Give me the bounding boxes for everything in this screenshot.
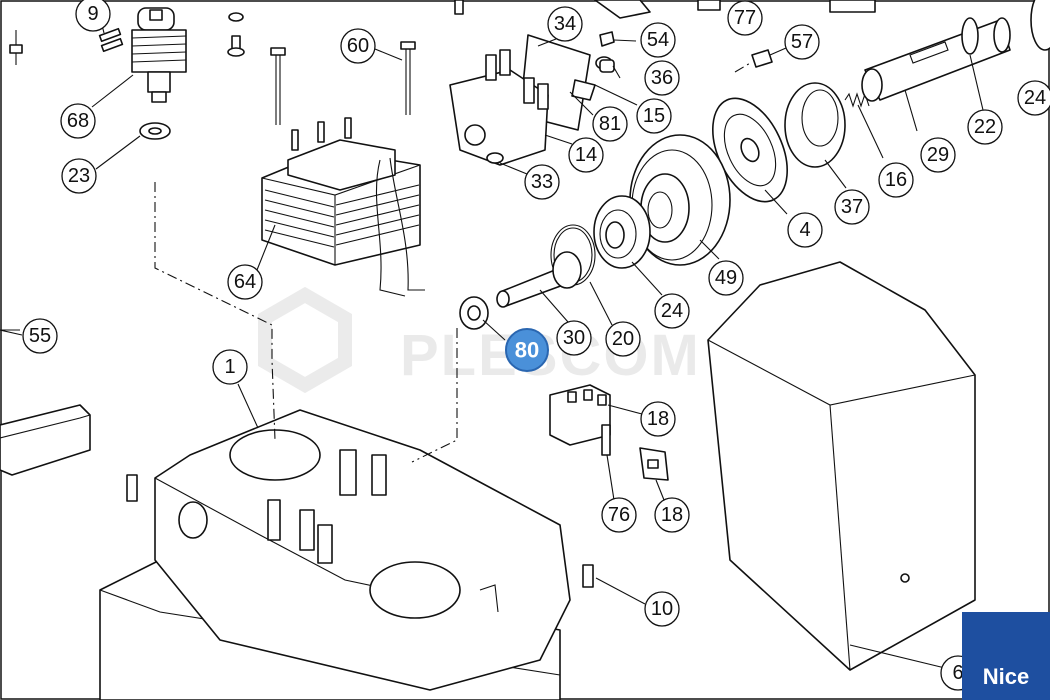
brand-label: Nice bbox=[982, 664, 1030, 689]
svg-text:14: 14 bbox=[575, 144, 597, 166]
part-ring-37 bbox=[784, 82, 846, 168]
svg-text:64: 64 bbox=[234, 271, 256, 293]
svg-text:54: 54 bbox=[647, 29, 669, 51]
callout-24: 24 bbox=[654, 293, 690, 329]
part-terminal-18 bbox=[549, 384, 611, 446]
part-washer-23 bbox=[139, 122, 171, 140]
callout-68: 68 bbox=[60, 103, 96, 139]
part-clip-18 bbox=[639, 447, 669, 481]
part-top-77 bbox=[594, 0, 876, 19]
svg-text:30: 30 bbox=[563, 327, 585, 349]
part-screw-9 bbox=[98, 27, 124, 53]
svg-text:76: 76 bbox=[608, 504, 630, 526]
leader-lines bbox=[0, 24, 984, 669]
svg-text:81: 81 bbox=[599, 113, 621, 135]
callout-24-top: 24 bbox=[1017, 80, 1050, 116]
part-small-hardware bbox=[227, 0, 464, 57]
callout-33: 33 bbox=[524, 164, 560, 200]
part-screw-top-left bbox=[9, 30, 23, 65]
callout-49: 49 bbox=[708, 260, 744, 296]
part-limit-switch-block bbox=[449, 34, 596, 166]
callout-18-bottom: 18 bbox=[654, 497, 690, 533]
svg-text:23: 23 bbox=[68, 165, 90, 187]
callout-18-top: 18 bbox=[640, 401, 676, 437]
callout-29: 29 bbox=[920, 137, 956, 173]
assembly-lines bbox=[154, 182, 458, 463]
svg-text:10: 10 bbox=[651, 598, 673, 620]
callout-60: 60 bbox=[340, 28, 376, 64]
part-shaft-29 bbox=[861, 17, 1011, 102]
svg-text:36: 36 bbox=[651, 67, 673, 89]
watermark-text: PLESCOM bbox=[400, 323, 701, 388]
svg-text:15: 15 bbox=[643, 105, 665, 127]
svg-text:29: 29 bbox=[927, 144, 949, 166]
svg-text:33: 33 bbox=[531, 171, 553, 193]
part-worm-68 bbox=[131, 7, 187, 103]
part-transformer-64 bbox=[261, 117, 425, 297]
svg-text:34: 34 bbox=[554, 13, 576, 35]
part-setscrew-10 bbox=[582, 564, 594, 588]
svg-text:20: 20 bbox=[612, 328, 634, 350]
callout-20: 20 bbox=[605, 321, 641, 357]
svg-text:18: 18 bbox=[661, 504, 683, 526]
callout-36: 36 bbox=[644, 60, 680, 96]
callout-30: 30 bbox=[556, 320, 592, 356]
svg-text:16: 16 bbox=[885, 169, 907, 191]
callout-15: 15 bbox=[636, 98, 672, 134]
callout-37: 37 bbox=[834, 189, 870, 225]
callout-16: 16 bbox=[878, 162, 914, 198]
callout-77: 77 bbox=[727, 0, 763, 36]
svg-text:68: 68 bbox=[67, 110, 89, 132]
svg-text:37: 37 bbox=[841, 196, 863, 218]
svg-text:49: 49 bbox=[715, 267, 737, 289]
part-screws-60 bbox=[270, 41, 416, 125]
part-cam-disc-4 bbox=[712, 97, 788, 203]
part-bearing-24 bbox=[593, 195, 651, 269]
svg-text:55: 55 bbox=[29, 325, 51, 347]
part-washer-80 bbox=[459, 296, 489, 330]
part-cover-55 bbox=[0, 329, 91, 476]
part-housing-1 bbox=[99, 409, 571, 700]
callout-55: 55 bbox=[22, 318, 58, 354]
callout-76: 76 bbox=[601, 497, 637, 533]
svg-text:24: 24 bbox=[1024, 87, 1046, 109]
part-cover-right bbox=[707, 261, 976, 671]
svg-text:18: 18 bbox=[647, 408, 669, 430]
brand-logo: Nice bbox=[962, 612, 1050, 700]
callout-34: 34 bbox=[547, 6, 583, 42]
part-gear-edge-24-right bbox=[1030, 0, 1050, 51]
svg-text:60: 60 bbox=[347, 35, 369, 57]
svg-text:6: 6 bbox=[952, 662, 963, 684]
callout-10: 10 bbox=[644, 591, 680, 627]
callout-23: 23 bbox=[61, 158, 97, 194]
svg-text:1: 1 bbox=[224, 356, 235, 378]
part-pin-76 bbox=[601, 424, 611, 456]
part-bushing-36 bbox=[595, 56, 615, 73]
svg-text:80: 80 bbox=[515, 338, 539, 363]
part-screw-54 bbox=[599, 31, 615, 47]
svg-text:57: 57 bbox=[791, 31, 813, 53]
part-shaft-30 bbox=[496, 251, 582, 308]
svg-text:22: 22 bbox=[974, 116, 996, 138]
svg-text:24: 24 bbox=[661, 300, 683, 322]
svg-text:4: 4 bbox=[799, 219, 810, 241]
callout-1: 1 bbox=[212, 349, 248, 385]
part-pin-57 bbox=[734, 49, 773, 73]
svg-text:9: 9 bbox=[87, 3, 98, 25]
callout-22: 22 bbox=[967, 109, 1003, 145]
callout-57: 57 bbox=[784, 24, 820, 60]
svg-text:77: 77 bbox=[734, 7, 756, 29]
callout-80-highlighted[interactable]: 80 bbox=[505, 328, 549, 372]
callout-54: 54 bbox=[640, 22, 676, 58]
callout-14: 14 bbox=[568, 137, 604, 173]
callout-4: 4 bbox=[787, 212, 823, 248]
watermark: PLESCOM bbox=[258, 286, 701, 394]
callout-81: 81 bbox=[592, 106, 628, 142]
callout-9: 9 bbox=[75, 0, 111, 32]
part-gear-49 bbox=[629, 134, 731, 266]
callout-64: 64 bbox=[227, 264, 263, 300]
